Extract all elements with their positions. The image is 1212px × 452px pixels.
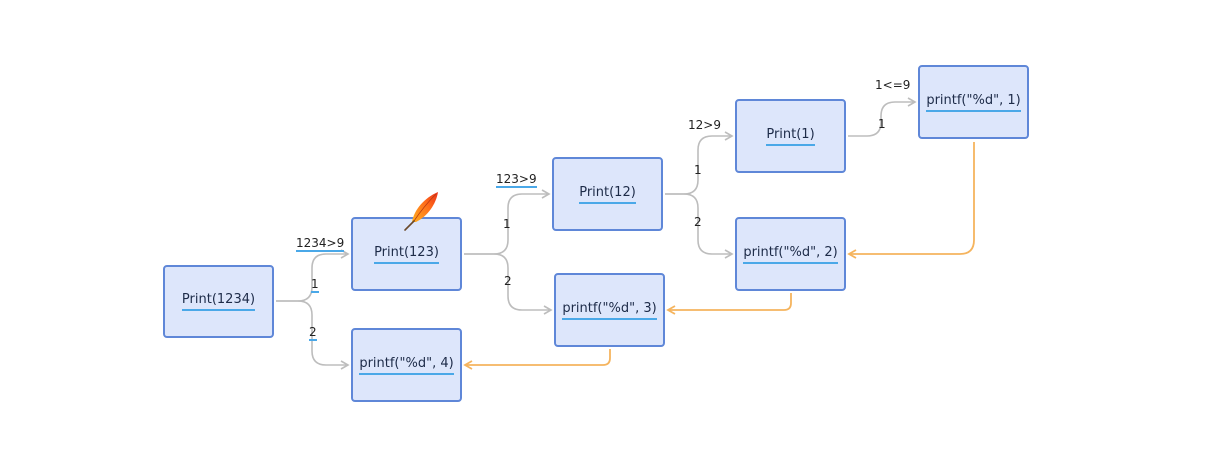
node-print-12: Print(12)	[552, 157, 663, 231]
node-label: printf("%d", 2)	[743, 245, 838, 264]
edge-label-condition: 123>9	[496, 172, 537, 188]
node-label: printf("%d", 4)	[359, 356, 454, 375]
node-label: Print(123)	[374, 245, 439, 264]
node-label: Print(12)	[579, 185, 636, 204]
edge-label-condition: 1234>9	[296, 236, 345, 252]
node-printf-3: printf("%d", 3)	[554, 273, 665, 347]
node-printf-4: printf("%d", 4)	[351, 328, 462, 402]
node-label: Print(1)	[766, 127, 815, 146]
edge-1234-to-123	[276, 249, 350, 302]
node-label: Print(1234)	[181, 292, 256, 311]
node-print-1: Print(1)	[735, 99, 846, 173]
edge-1234-to-printf4	[276, 300, 350, 370]
edge-label-step: 1	[878, 117, 886, 131]
node-printf-2: printf("%d", 2)	[735, 217, 846, 291]
edge-12-to-1	[665, 131, 734, 195]
node-printf-1: printf("%d", 1)	[918, 65, 1029, 139]
edge-label-condition: 12>9	[688, 118, 721, 132]
edge-label-step: 1	[503, 217, 511, 231]
edge-12-to-printf2	[665, 193, 734, 259]
edge-123-to-printf3	[464, 253, 553, 315]
return-printf2-to-printf3	[666, 293, 792, 315]
edge-label-step: 2	[694, 215, 702, 229]
edge-label-step: 2	[309, 325, 317, 341]
node-print-1234: Print(1234)	[163, 265, 274, 338]
edge-label-step: 1	[311, 277, 319, 293]
edge-1-to-printf1	[848, 97, 917, 137]
edge-label-step: 1	[694, 163, 702, 177]
feather-pen-icon	[404, 192, 438, 231]
return-printf3-to-printf4	[463, 349, 611, 370]
return-printf1-to-printf2	[847, 142, 975, 259]
edge-label-step: 2	[504, 274, 512, 288]
node-label: printf("%d", 1)	[926, 93, 1021, 112]
node-label: printf("%d", 3)	[562, 301, 657, 320]
edge-label-condition: 1<=9	[875, 78, 911, 92]
edge-123-to-12	[464, 189, 551, 255]
